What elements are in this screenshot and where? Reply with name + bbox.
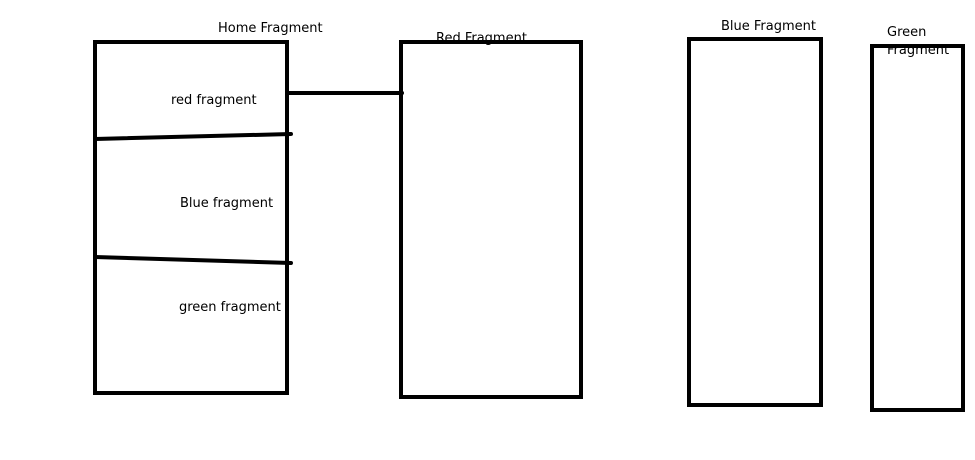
home-divider-1: [93, 132, 293, 141]
green-fragment-box: [870, 44, 965, 412]
red-fragment-box: [399, 40, 583, 399]
red-fragment-title: Red Fragment: [436, 31, 527, 46]
home-fragment-title: Home Fragment: [218, 21, 323, 36]
green-fragment-title-line1: Green: [887, 25, 927, 40]
home-section-red-label: red fragment: [171, 93, 257, 108]
blue-fragment-title: Blue Fragment: [721, 19, 816, 34]
blue-fragment-box: [687, 37, 823, 407]
green-fragment-title-line2: Fragment: [887, 43, 950, 58]
home-section-green-label: green fragment: [179, 300, 281, 315]
home-divider-2: [93, 255, 293, 265]
home-section-blue-label: Blue fragment: [180, 196, 274, 211]
home-fragment-box: [93, 40, 289, 395]
